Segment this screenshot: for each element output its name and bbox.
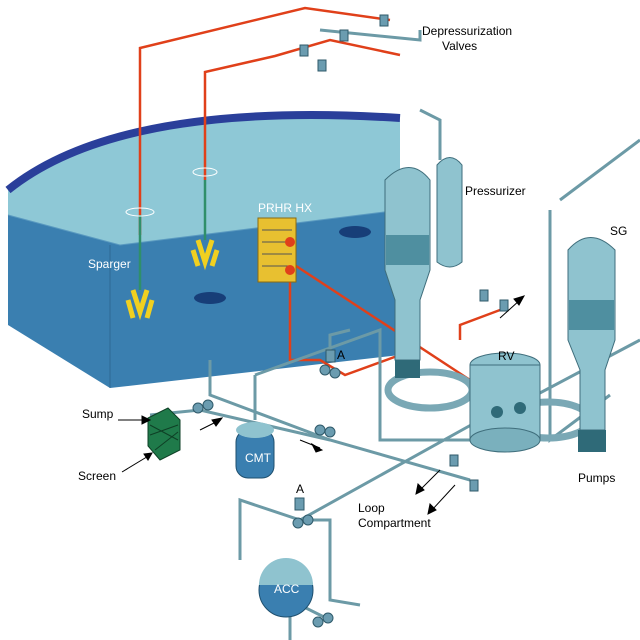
- label-depressurization-valves: Depressurization: [422, 24, 512, 38]
- depressurization-lines: [138, 6, 501, 382]
- label-rv: RV: [498, 349, 514, 363]
- label-screen: Screen: [78, 469, 116, 483]
- core-makeup-tank: [235, 422, 275, 479]
- steam-generator-right: [567, 237, 616, 452]
- label-prhr-hx: PRHR HX: [258, 201, 312, 215]
- label-loop-compartment-2: Compartment: [358, 516, 431, 530]
- label-pumps: Pumps: [578, 471, 615, 485]
- label-loop-compartment: Loop: [358, 501, 385, 515]
- label-depressurization-valves-2: Valves: [442, 39, 477, 53]
- prhr-hx: [257, 217, 297, 283]
- label-pressurizer: Pressurizer: [465, 184, 526, 198]
- pressurizer-vessel: [436, 157, 463, 268]
- label-sg: SG: [610, 224, 627, 238]
- label-valve-a-lower: A: [296, 482, 304, 496]
- valves: [192, 14, 509, 628]
- label-sump: Sump: [82, 407, 114, 421]
- accumulator: [258, 558, 314, 618]
- reactor-vessel: [469, 352, 541, 453]
- label-valve-a-upper: A: [337, 348, 345, 362]
- label-sparger: Sparger: [88, 257, 131, 271]
- sump-screen: [147, 407, 181, 461]
- label-cmt: CMT: [245, 451, 272, 465]
- flow-arrows: [118, 295, 526, 515]
- steam-generator-left: [384, 167, 431, 378]
- sparger: [125, 167, 220, 321]
- label-acc: ACC: [274, 582, 300, 596]
